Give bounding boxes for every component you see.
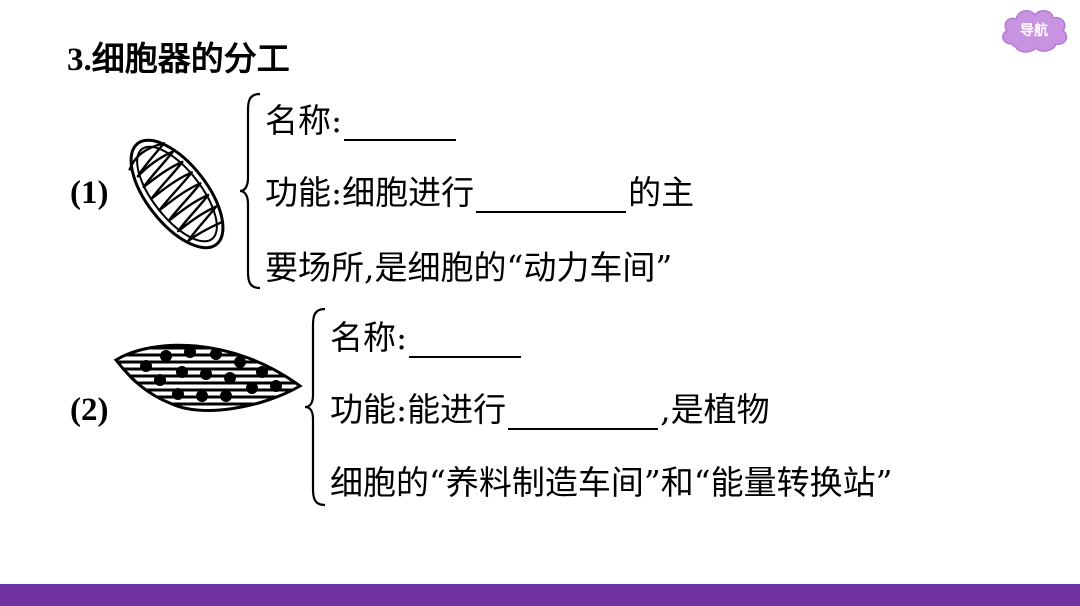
item-1-name-row: 名称: xyxy=(265,101,458,141)
item-1-function-row: 功能:细胞进行 的主 xyxy=(265,173,694,213)
item-2-number: (2) xyxy=(70,392,109,428)
item-2-function-text-after: ,是植物 xyxy=(660,390,770,429)
item-1-name-label: 名称: xyxy=(265,101,343,140)
cloud-icon xyxy=(1002,10,1068,53)
item-1-function-line-2: 要场所,是细胞的“动力车间” xyxy=(265,248,673,287)
item-1-name-blank[interactable] xyxy=(344,105,457,141)
item-2-name-blank[interactable] xyxy=(409,322,522,358)
item-2-function-line-2: 细胞的“养料制造车间”和“能量转换站” xyxy=(330,463,893,502)
mitochondrion-icon xyxy=(128,138,225,250)
item-1-function-text-before: 功能:细胞进行 xyxy=(265,173,475,212)
chloroplast-icon xyxy=(113,343,303,412)
item-1-function-blank[interactable] xyxy=(476,177,627,213)
item-2-name-row: 名称: xyxy=(330,318,523,358)
nav-button[interactable]: 导航 xyxy=(998,4,1070,56)
brace-1 xyxy=(239,92,261,290)
item-2-function-blank[interactable] xyxy=(508,394,659,430)
nav-label: 导航 xyxy=(1020,23,1048,39)
item-2-function-text-before: 功能:能进行 xyxy=(330,390,507,429)
item-1-function-text-after: 的主 xyxy=(628,173,695,212)
item-2-function-row: 功能:能进行 ,是植物 xyxy=(330,390,770,430)
section-title: 3.细胞器的分工 xyxy=(67,42,290,78)
brace-2 xyxy=(304,307,326,507)
item-1-number: (1) xyxy=(70,175,109,211)
item-2-name-label: 名称: xyxy=(330,318,408,357)
bottom-bar xyxy=(0,584,1080,606)
